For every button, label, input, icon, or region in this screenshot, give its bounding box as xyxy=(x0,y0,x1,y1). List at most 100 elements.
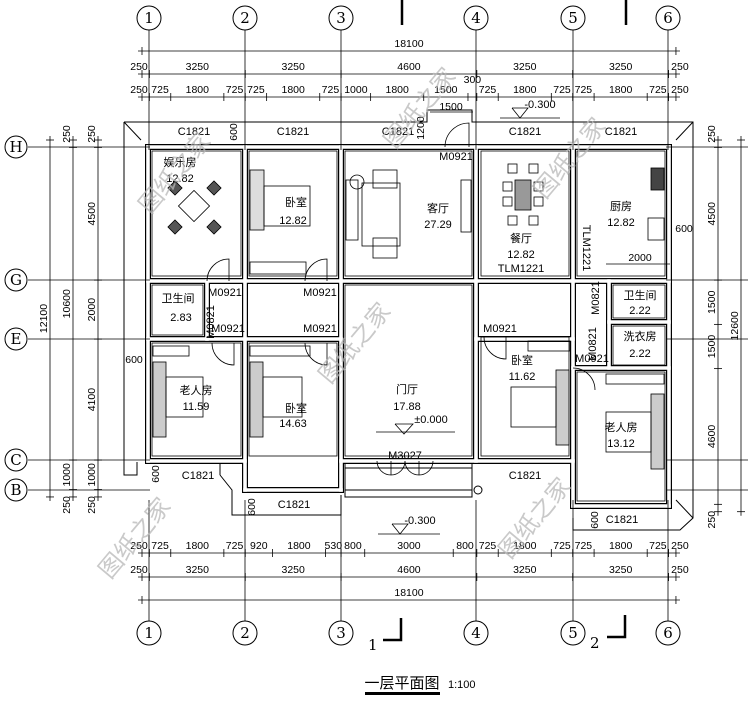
room-name: 卧室 xyxy=(285,195,307,209)
axis-bubble xyxy=(136,5,162,31)
axis-bubble xyxy=(4,268,28,292)
top-detail-dimension-value: 725 xyxy=(247,84,265,96)
room-name: 老人房 xyxy=(605,421,638,434)
offset-label: 600 xyxy=(589,511,601,529)
door-label: M0821 xyxy=(590,281,602,315)
top-detail-dimension-value: 725 xyxy=(226,84,244,96)
top-detail-dimension-value: 250 xyxy=(130,84,148,96)
door-label: M0921 xyxy=(303,287,337,299)
left-detail-dimension-value: 4500 xyxy=(86,202,98,226)
bottom-axis-dimension-value: 3250 xyxy=(609,564,633,576)
window-label: C1821 xyxy=(382,126,414,138)
opening-labels: C1821 C1821 C1821 C1821 C1821 C1821 C182… xyxy=(178,126,638,526)
top-axis-dimension-value: 4600 xyxy=(397,61,421,73)
door-label: M0821 xyxy=(205,305,217,339)
top-detail-dimension-value: 725 xyxy=(553,84,571,96)
bottom-detail-dimension-value: 800 xyxy=(456,540,474,552)
room-area: 12.82 xyxy=(166,173,194,185)
bottom-axis-dimension-value: 250 xyxy=(671,564,689,576)
entry-door-label: M3027 xyxy=(388,450,422,462)
axis-bubble xyxy=(560,5,586,31)
window-label: C1821 xyxy=(509,470,541,482)
axis-label: 4 xyxy=(471,9,481,27)
vestibule-dimensions: 1500 1200 600 600 600 2000 600 600 600 xyxy=(125,101,693,529)
title-text: 一层平面图 xyxy=(364,674,439,692)
right-detail-dimension-value: 1500 xyxy=(706,290,718,314)
mahjong-table-icon xyxy=(167,180,222,235)
bottom-axis-dimension-value: 3250 xyxy=(282,564,306,576)
window-label: C1821 xyxy=(277,126,309,138)
room-area: 12.82 xyxy=(279,215,307,227)
bottom-detail-dimension-value: 1800 xyxy=(513,540,537,552)
room-name: 洗衣房 xyxy=(624,329,657,343)
axis-bubble xyxy=(4,135,28,159)
axis-bubble xyxy=(4,448,28,472)
room-name: 客厅 xyxy=(427,201,449,215)
axis-bubble xyxy=(328,620,354,646)
axis-label: 6 xyxy=(663,9,673,27)
axis-label: 5 xyxy=(568,9,578,27)
room-area: 11.62 xyxy=(509,371,536,383)
room-area: 17.88 xyxy=(393,401,421,413)
tv-cabinet-icon xyxy=(460,179,472,233)
bed-icon xyxy=(510,340,571,446)
elevation-marks: -0.300 -0.300 ±0.000 xyxy=(376,99,560,535)
bottom-detail-dimension-value: 250 xyxy=(671,540,689,552)
right-detail-dimension-value: 4600 xyxy=(706,425,718,449)
room-area: 12.82 xyxy=(607,217,635,229)
bottom-detail-dimension-value: 725 xyxy=(553,540,571,552)
door-label: TLM1221 xyxy=(580,225,592,271)
bottom-axis-dimension-value: 3250 xyxy=(186,564,210,576)
roof-eaves xyxy=(123,109,694,531)
room-labels: 娱乐房 12.82 卧室 12.82 客厅 27.29 餐厅 12.82 TLM… xyxy=(162,155,657,450)
axis-bubble xyxy=(328,5,354,31)
top-detail-dimension-value: 300 xyxy=(464,74,482,86)
axis-label: H xyxy=(9,138,22,156)
top-detail-dimension-value: 1800 xyxy=(609,84,633,96)
left-middle-dimension-value: 250 xyxy=(61,125,73,143)
bed-icon xyxy=(605,373,665,470)
top-axis-dimension-value: 3250 xyxy=(609,61,633,73)
furniture xyxy=(152,122,665,476)
axis-bubble xyxy=(232,5,258,31)
top-detail-dimension-value: 1500 xyxy=(434,84,458,96)
room-area: 14.63 xyxy=(279,418,307,430)
top-detail-dimension-value: 1800 xyxy=(513,84,537,96)
top-axis-dimension-value: 3250 xyxy=(282,61,306,73)
left-middle-dimension-value: 1000 xyxy=(61,463,73,487)
left-detail-dimension-value: 250 xyxy=(86,496,98,514)
section-marks: 1 2 xyxy=(368,0,628,654)
room-area: 2.22 xyxy=(629,305,650,317)
bottom-axis-dimension-value: 3250 xyxy=(513,564,537,576)
left-detail-dimension-value: 2000 xyxy=(86,298,98,322)
room-name: 厨房 xyxy=(610,200,632,213)
door-label: M0921 xyxy=(439,151,473,163)
top-axis-dimension-value: 3250 xyxy=(513,61,537,73)
axis-label: B xyxy=(10,481,21,499)
room-name: 卧室 xyxy=(285,401,307,415)
top-detail-dimension-value: 1800 xyxy=(385,84,409,96)
top-detail-dimension-value: 1800 xyxy=(186,84,210,96)
elevation-label: -0.300 xyxy=(524,99,555,111)
top-axis-dimension-value: 250 xyxy=(671,61,689,73)
bottom-detail-dimension-value: 920 xyxy=(250,540,268,552)
axis-label: 5 xyxy=(568,624,578,642)
axis-label: 1 xyxy=(144,624,154,642)
door-label: TLM1221 xyxy=(498,263,544,275)
dining-table-icon xyxy=(502,163,544,226)
bottom-axis-dimension-value: 4600 xyxy=(397,564,421,576)
bottom-detail-dimension-value: 725 xyxy=(226,540,244,552)
axis-bubble xyxy=(4,478,28,502)
wardrobe-icon xyxy=(249,261,307,275)
room-area: 2.22 xyxy=(629,348,650,360)
kitchen-counter-dimension: 2000 xyxy=(628,252,652,264)
door-label: M0921 xyxy=(303,323,337,335)
window-label: C1821 xyxy=(278,499,310,511)
top-detail-dimension-value: 725 xyxy=(575,84,593,96)
bottom-detail-dimension-value: 725 xyxy=(575,540,593,552)
right-detail-dimension-value: 250 xyxy=(706,511,718,529)
axis-bubble xyxy=(463,5,489,31)
axis-bubble xyxy=(655,5,681,31)
bottom-detail-dimension-value: 3000 xyxy=(397,540,421,552)
window-label: C1821 xyxy=(182,470,214,482)
